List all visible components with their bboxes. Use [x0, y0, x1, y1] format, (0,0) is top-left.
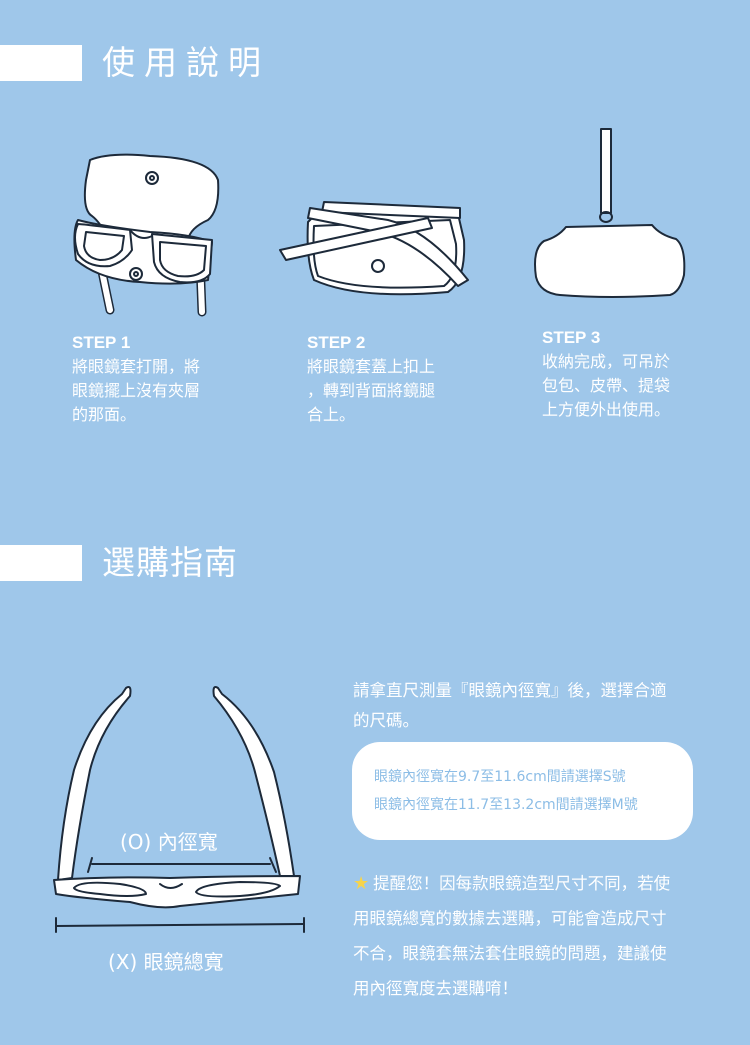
star-icon: ★ — [353, 873, 370, 894]
reminder-line: 用內徑寬度去選購唷！ — [353, 979, 518, 998]
reminder-line: 提醒您！因每款眼鏡造型尺寸不同，若使 — [373, 874, 671, 893]
step-3-text-line: 上方便外出使用。 — [542, 400, 671, 419]
step-3: STEP 3 收納完成，可吊於 包包、皮帶、提袋 上方便外出使用。 — [542, 326, 670, 422]
guide-intro-line: 請拿直尺測量『眼鏡內徑寬』後，選擇合適 — [353, 681, 667, 700]
step-3-text-line: 包包、皮帶、提袋 — [542, 376, 671, 395]
size-s-rule: 眼鏡內徑寬在9.7至11.6cm間請選擇S號 — [374, 769, 626, 785]
guide-section-title: 選購指南 — [102, 543, 238, 582]
section-marker-usage — [0, 45, 82, 81]
step-3-text-line: 收納完成，可吊於 — [542, 352, 671, 371]
guide-intro-line: 的尺碼。 — [353, 711, 419, 730]
size-m-rule: 眼鏡內徑寬在11.7至13.2cm間請選擇M號 — [374, 797, 638, 813]
step-1-text-line: 將眼鏡套打開，將 — [72, 357, 201, 376]
step-1: STEP 1 將眼鏡套打開，將 眼鏡擺上沒有夾層 的那面。 — [72, 331, 200, 427]
step-2-label: STEP 2 — [307, 333, 366, 352]
step-2-text-line: 合上。 — [307, 405, 356, 424]
step-1-label: STEP 1 — [72, 333, 131, 352]
size-chart-box: 眼鏡內徑寬在9.7至11.6cm間請選擇S號 眼鏡內徑寬在11.7至13.2cm… — [352, 742, 693, 840]
open-case-with-glasses-illustration — [73, 153, 220, 317]
step-3-label: STEP 3 — [542, 328, 601, 347]
closed-case-illustration — [279, 201, 469, 296]
guide-intro: 請拿直尺測量『眼鏡內徑寬』後，選擇合適 的尺碼。 — [353, 676, 713, 736]
usage-section-title: 使用說明 — [102, 43, 270, 82]
reminder-note: ★提醒您！因每款眼鏡造型尺寸不同，若使 用眼鏡總寬的數據去選購，可能會造成尺寸 … — [353, 866, 723, 1006]
glasses-measurement-diagram — [53, 686, 305, 933]
step-1-text-line: 眼鏡擺上沒有夾層 — [72, 381, 201, 400]
reminder-line: 用眼鏡總寬的數據去選購，可能會造成尺寸 — [353, 909, 667, 928]
total-width-label: (X) 眼鏡總寬 — [108, 950, 224, 974]
step-2-text-line: 將眼鏡套蓋上扣上 — [307, 357, 436, 376]
step-1-text-line: 的那面。 — [72, 405, 137, 424]
section-marker-guide — [0, 545, 82, 581]
reminder-line: 不合，眼鏡套無法套住眼鏡的問題，建議使 — [353, 944, 667, 963]
step-2-text-line: ，轉到背面將鏡腿 — [307, 381, 436, 400]
hanging-case-illustration — [534, 128, 686, 298]
inner-width-label: (O) 內徑寬 — [120, 830, 218, 854]
step-2: STEP 2 將眼鏡套蓋上扣上 ，轉到背面將鏡腿 合上。 — [307, 331, 435, 427]
